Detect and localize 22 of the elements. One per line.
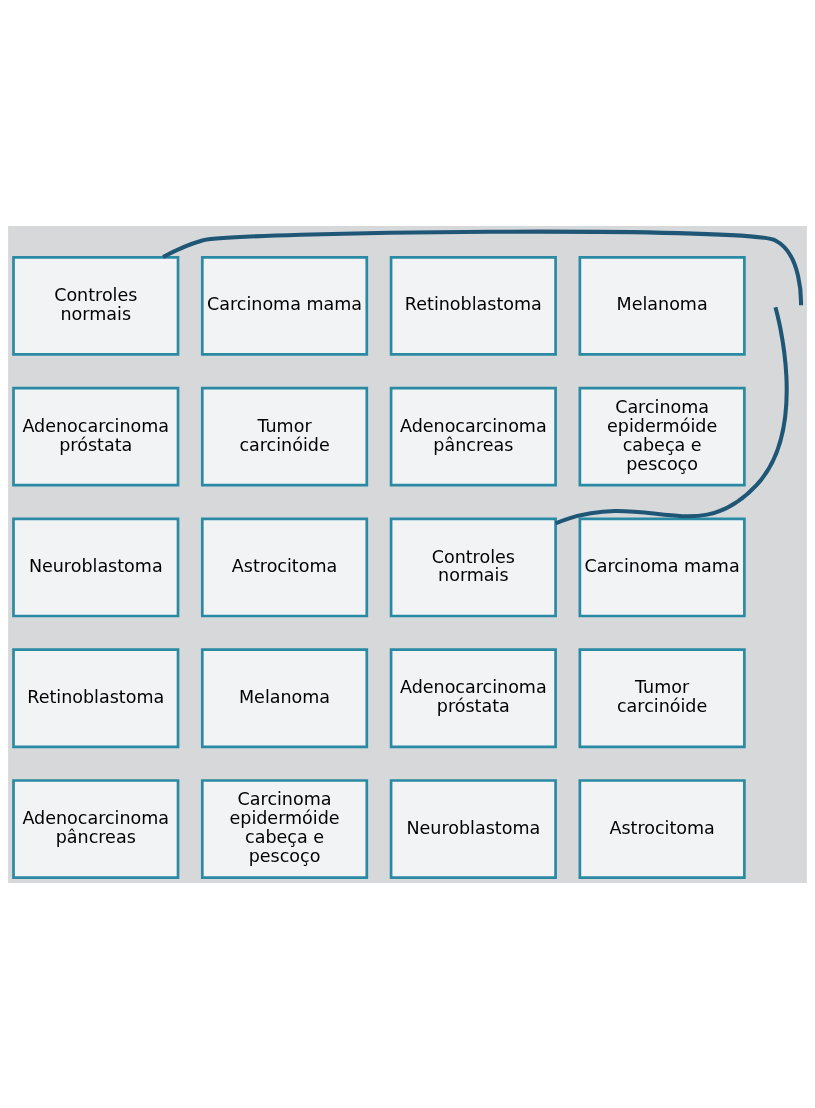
node-box: Astrocitoma	[578, 778, 746, 879]
node-box: Adenocarcinoma pâncreas	[12, 778, 180, 879]
node-box: Adenocarcinoma pâncreas	[389, 386, 557, 487]
node-box: Controles normais	[12, 255, 180, 356]
node-box: Retinoblastoma	[389, 255, 557, 356]
node-box: Retinoblastoma	[12, 647, 180, 748]
node-box: Adenocarcinoma próstata	[389, 647, 557, 748]
connector	[554, 306, 789, 525]
node-box: Neuroblastoma	[389, 778, 557, 879]
node-box: Carcinoma epidermóide cabeça e pescoço	[578, 386, 746, 487]
node-box: Controles normais	[389, 517, 557, 617]
node-box: Melanoma	[200, 647, 369, 748]
node-box: Adenocarcinoma próstata	[12, 386, 180, 487]
node-box: Melanoma	[578, 255, 746, 356]
node-box: Carcinoma epidermóide cabeça e pescoço	[200, 778, 369, 879]
node-box: Carcinoma mama	[578, 517, 746, 617]
node-box: Tumor carcinóide	[200, 386, 369, 487]
connector	[162, 229, 804, 305]
node-box: Astrocitoma	[200, 517, 369, 617]
node-box: Tumor carcinóide	[578, 647, 746, 748]
node-box: Neuroblastoma	[12, 517, 180, 617]
node-box: Carcinoma mama	[200, 255, 369, 356]
